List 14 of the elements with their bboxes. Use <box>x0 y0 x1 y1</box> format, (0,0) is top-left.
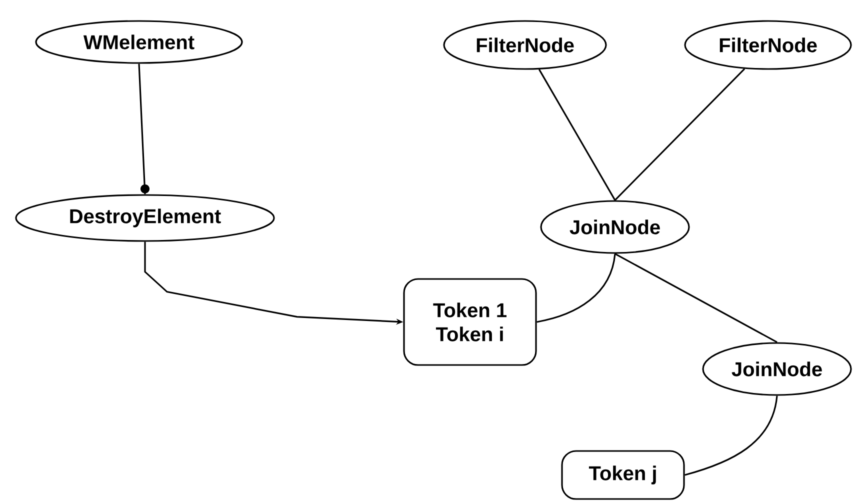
ellipse-node: WMelement <box>35 20 243 64</box>
token-box: Token 1 Token i <box>403 278 537 366</box>
ellipse-node: FilterNode <box>684 20 852 70</box>
ellipse-node: JoinNode <box>702 342 852 396</box>
connector <box>538 69 616 201</box>
ellipse-node: JoinNode <box>540 200 690 254</box>
connector <box>138 64 150 194</box>
connector <box>614 253 778 343</box>
connector <box>684 396 778 476</box>
token-box: Token j <box>561 450 685 500</box>
connector <box>614 68 746 201</box>
connector <box>536 254 616 323</box>
ellipse-node: FilterNode <box>443 20 607 70</box>
ellipse-node: DestroyElement <box>15 194 275 242</box>
